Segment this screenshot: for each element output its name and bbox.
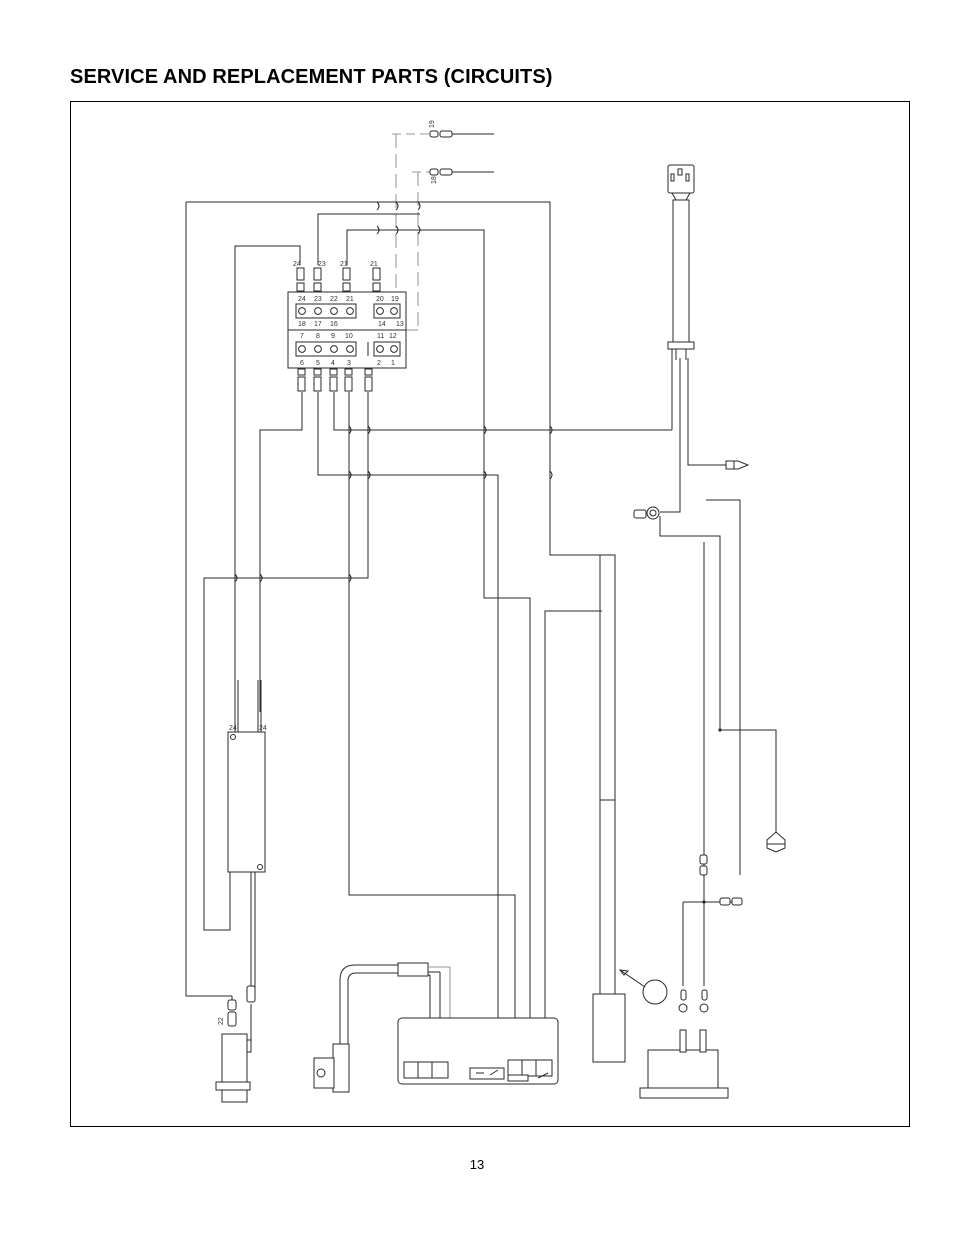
terminal-num-3: 3 [347,360,351,367]
terminal-num-16: 16 [330,321,338,328]
top-dashed-leads [392,133,494,331]
connector-label-21a: 21 [340,261,348,268]
capacitor-label-right: 24 [259,725,267,732]
thermistor-tip [725,460,750,470]
wire-label-19: 19 [429,120,436,128]
terminal-num-7: 7 [300,333,304,340]
right-side-connectors [699,831,786,906]
capacitor-component: 24 24 [227,680,267,873]
terminal-num-14: 14 [378,321,386,328]
terminal-num-1: 1 [391,360,395,367]
wire-network [185,201,777,1060]
terminal-num-9: 9 [331,333,335,340]
page-number: 13 [469,1157,485,1172]
terminal-num-21: 21 [346,296,354,303]
terminal-num-18: 18 [298,321,306,328]
ring-terminal-icon [633,506,660,520]
socket-label-22: 22 [218,1017,225,1025]
terminal-num-10: 10 [345,333,353,340]
terminal-num-24: 24 [298,296,306,303]
wire-label-18: 18 [431,176,438,184]
power-plug-icon [667,164,695,360]
transformer-icon [639,989,729,1099]
terminal-num-17: 17 [314,321,322,328]
terminal-num-22: 22 [330,296,338,303]
connector-label-23: 23 [318,261,326,268]
top-plug-connector-2 [429,168,453,176]
diagram-frame [70,101,910,1127]
junction-dots [702,728,722,904]
terminal-num-20: 20 [376,296,384,303]
wire-crossings [234,201,553,583]
terminal-num-13: 13 [396,321,404,328]
terminal-num-11: 11 [377,333,384,340]
bottom-connectors [297,368,373,392]
terminal-num-5: 5 [316,360,320,367]
terminal-block: 24 23 22 21 20 19 18 17 16 14 13 7 8 9 1… [287,291,407,369]
connector-label-21b: 21 [370,261,378,268]
relay-module-icon [397,1017,559,1085]
connector-label-24: 24 [293,261,301,268]
page-title: SERVICE AND REPLACEMENT PARTS (CIRCUITS) [70,66,553,88]
terminal-num-19: 19 [391,296,399,303]
capacitor-label-left: 24 [229,725,237,732]
temperature-probe-icon [313,962,451,1093]
lamp-socket: 22 [215,985,256,1103]
terminal-num-2: 2 [377,360,381,367]
terminal-num-8: 8 [316,333,320,340]
terminal-num-23: 23 [314,296,322,303]
terminal-num-6: 6 [300,360,304,367]
terminal-num-12: 12 [389,333,397,340]
fuse-icon [592,799,668,1063]
terminal-num-4: 4 [331,360,335,367]
top-connectors: 24 23 21 21 [293,261,381,292]
top-plug-connector-1 [429,130,453,138]
